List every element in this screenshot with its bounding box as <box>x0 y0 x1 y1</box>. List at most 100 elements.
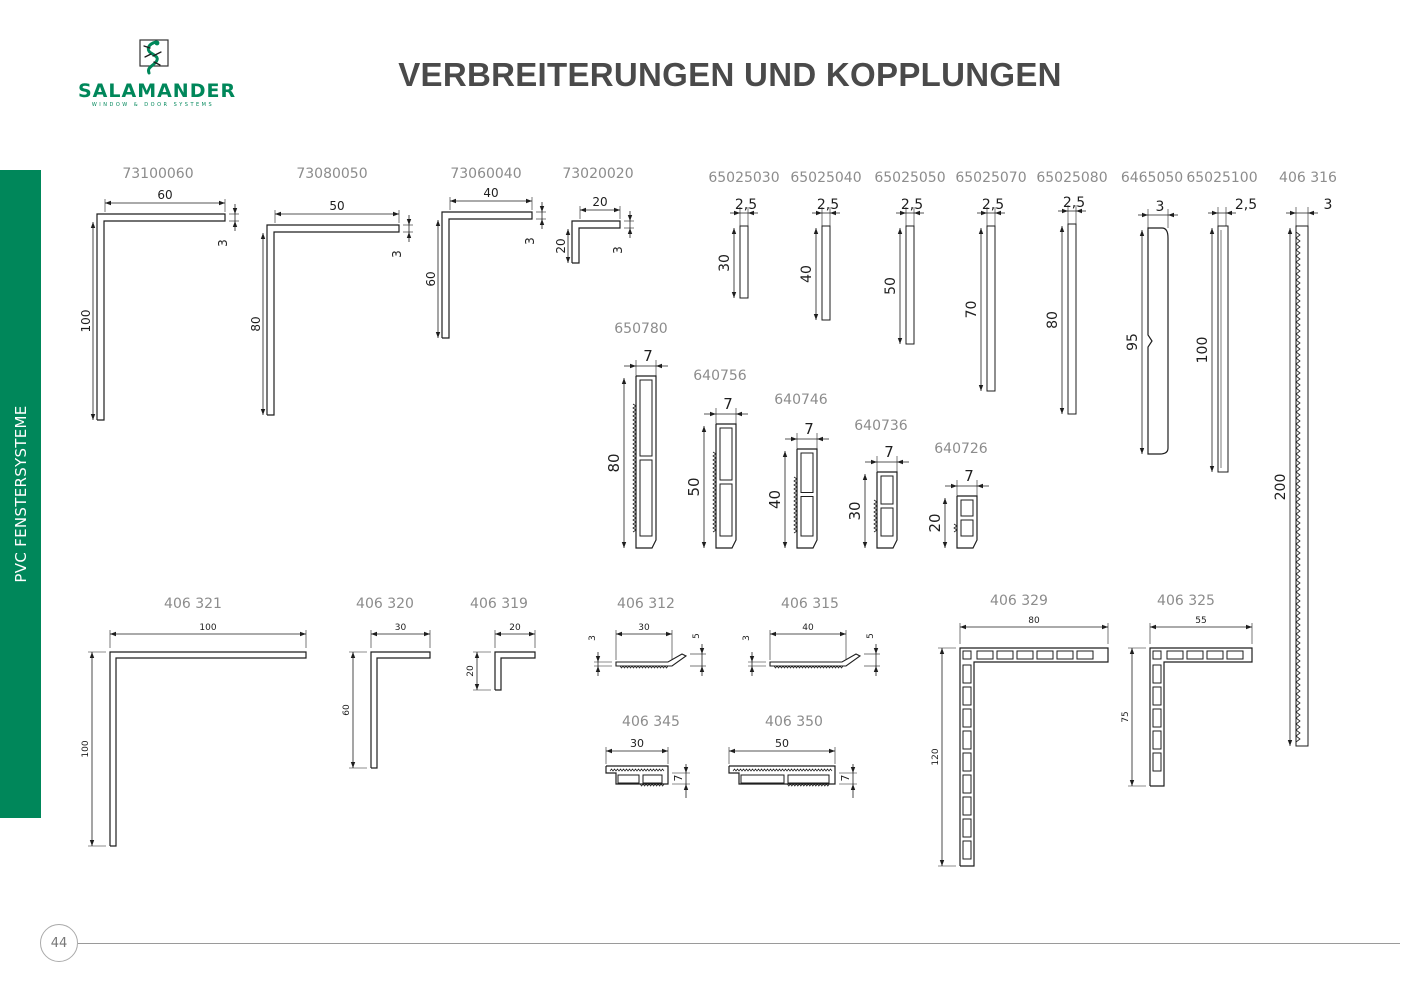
dimension-arrow <box>1226 210 1232 216</box>
dimension-arrow <box>495 631 501 637</box>
serration <box>609 768 665 772</box>
chamber <box>962 686 972 706</box>
chamber <box>996 650 1014 660</box>
dimension-label: 95 <box>1125 333 1141 351</box>
serration <box>787 783 830 787</box>
dimension-arrow <box>526 198 532 204</box>
dimension-label: 100 <box>81 740 91 757</box>
part-number: 65025040 <box>790 170 861 186</box>
dimension-arrow <box>850 784 856 790</box>
dimension-label: 3 <box>1156 199 1165 215</box>
profile-outline <box>109 651 307 847</box>
chamber <box>1206 650 1224 660</box>
dimension-arrow <box>942 542 948 548</box>
dimension-label: 40 <box>766 490 784 509</box>
part-number: 406 321 <box>164 596 222 612</box>
chamber <box>1036 650 1054 660</box>
dimension-arrow <box>1308 210 1314 216</box>
dimension-arrow <box>862 474 868 480</box>
dimension-label: 3 <box>216 239 230 247</box>
part-number: 406 350 <box>765 714 823 730</box>
dimension-arrow <box>435 332 441 338</box>
dimension-arrow <box>840 631 846 637</box>
dimension-arrow <box>1062 208 1068 214</box>
dimension-arrow <box>232 221 238 227</box>
dimension-label: 50 <box>329 199 344 213</box>
chamber <box>1056 650 1074 660</box>
part-number: 640746 <box>774 392 828 408</box>
dimension-label: 80 <box>605 453 623 472</box>
profile-outline <box>715 423 737 549</box>
dimension-label: 7 <box>643 347 653 365</box>
dimension-arrow <box>474 652 480 658</box>
chamber <box>1152 752 1162 772</box>
serration <box>712 451 717 533</box>
chamber <box>962 664 972 684</box>
chamber <box>639 459 653 537</box>
profile-outline <box>1217 225 1229 473</box>
chamber <box>962 730 972 750</box>
chamber <box>962 650 972 660</box>
dimension-arrow <box>897 338 903 344</box>
part-number: 406 316 <box>1279 170 1337 186</box>
dimension-arrow <box>1290 210 1296 216</box>
dimension-arrow <box>260 409 266 415</box>
dimension-label: 40 <box>799 265 815 283</box>
dimension-label: 50 <box>685 477 703 496</box>
profile-outline <box>571 220 621 264</box>
chamber <box>962 818 972 838</box>
dimension-arrow <box>1102 624 1108 630</box>
dimension-arrow <box>960 624 966 630</box>
brand-name: SALAMANDER <box>78 80 237 102</box>
profile-outline <box>905 225 915 345</box>
dimension-label: 20 <box>554 238 568 253</box>
dimension-label: 5 <box>692 633 702 639</box>
dimension-arrow <box>830 210 836 216</box>
part-number: 65025100 <box>1186 170 1257 186</box>
dimension-label: 80 <box>249 316 263 331</box>
dimension-arrow <box>813 314 819 320</box>
dimension-arrow <box>900 210 906 216</box>
dimension-arrow <box>734 210 740 216</box>
dimension-arrow <box>731 292 737 298</box>
chamber <box>642 774 663 784</box>
chamber <box>960 519 974 537</box>
dimension-label: 20 <box>926 513 944 532</box>
dimension-arrow <box>978 228 984 234</box>
dimension-arrow <box>474 684 480 690</box>
chamber <box>617 774 640 784</box>
dimension-label: 30 <box>846 501 864 520</box>
dimension-arrow <box>606 748 612 754</box>
dimension-arrow <box>450 198 456 204</box>
dimension-arrow <box>699 648 705 654</box>
dimension-arrow <box>939 648 945 654</box>
dimension-label: 3 <box>1324 197 1333 213</box>
dimension-arrow <box>666 631 672 637</box>
dimension-label: 120 <box>931 748 941 765</box>
profile-drawing: 65025040 2,5 40 <box>790 170 862 321</box>
part-number: 73100060 <box>122 166 193 182</box>
dimension-arrow <box>89 652 95 658</box>
dimension-arrow <box>406 219 412 225</box>
dimension-label: 2,5 <box>817 197 839 213</box>
dimension-arrow <box>1059 226 1065 232</box>
dimension-label: 75 <box>1121 711 1131 722</box>
dimension-arrow <box>873 666 879 672</box>
dimension-arrow <box>995 210 1001 216</box>
dimension-arrow <box>816 210 822 216</box>
part-number: 73060040 <box>450 166 521 182</box>
profile-outline <box>441 211 533 339</box>
dimension-arrow <box>565 257 571 263</box>
dimension-arrow <box>616 631 622 637</box>
part-number: 406 315 <box>781 596 839 612</box>
chamber <box>800 452 814 493</box>
